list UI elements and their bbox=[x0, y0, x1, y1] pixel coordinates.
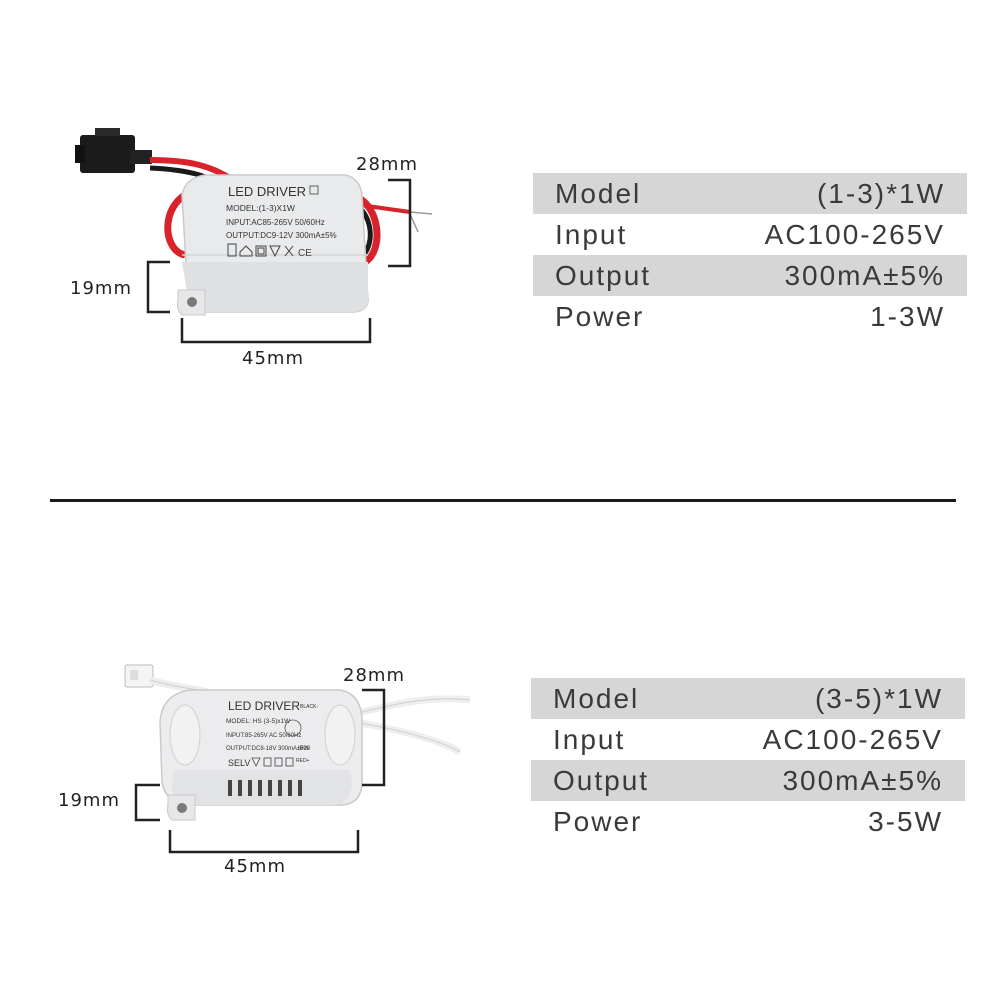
connector-plug-icon bbox=[75, 128, 152, 173]
spec-table-1: Model (1-3)*1W Input AC100-265V Output 3… bbox=[533, 173, 967, 337]
dimension-brackets-2 bbox=[134, 688, 386, 854]
dimension-brackets-1 bbox=[146, 178, 412, 344]
svg-text:OUTPUT:DC8-18V 300mA±5%: OUTPUT:DC8-18V 300mA±5% bbox=[226, 746, 310, 752]
product-section-1: LED DRIVER MODEL:(1-3)X1W INPUT:AC85-265… bbox=[70, 128, 967, 369]
spec-name: Model bbox=[553, 682, 640, 714]
svg-text:MODEL:(1-3)X1W: MODEL:(1-3)X1W bbox=[226, 203, 295, 213]
svg-text:CE: CE bbox=[298, 248, 312, 259]
led-driver-photo-1: LED DRIVER MODEL:(1-3)X1W INPUT:AC85-265… bbox=[75, 128, 433, 316]
vent-slots bbox=[228, 780, 302, 796]
certification-icons bbox=[251, 757, 294, 767]
spec-value: (3-5)*1W bbox=[814, 682, 943, 714]
connector-plug-icon bbox=[124, 664, 154, 688]
height-dimension-label: 28mm bbox=[356, 154, 418, 175]
side-dimension-label: 19mm bbox=[70, 278, 132, 299]
side-dimension-label: 19mm bbox=[58, 790, 120, 811]
spec-name: Model bbox=[555, 177, 642, 209]
spec-name: Output bbox=[555, 259, 652, 291]
bulb-icon bbox=[284, 719, 302, 737]
width-dimension-label: 45mm bbox=[242, 348, 304, 369]
spec-name: Power bbox=[553, 805, 643, 837]
spec-value: AC100-265V bbox=[762, 723, 943, 755]
led-driver-photo-2: LED DRIVER MODEL: HS (3-5)x1W INPUT:85-2… bbox=[124, 664, 471, 821]
spec-row-input: Input AC100-265V bbox=[531, 719, 965, 760]
spec-row-power: Power 1-3W bbox=[533, 296, 967, 337]
spec-row-power: Power 3-5W bbox=[531, 801, 965, 842]
svg-text:LED DRIVER: LED DRIVER bbox=[228, 184, 306, 199]
spec-value: 1-3W bbox=[870, 300, 945, 332]
spec-row-model: Model (1-3)*1W bbox=[533, 173, 967, 214]
width-dimension-label: 45mm bbox=[224, 856, 286, 877]
svg-text:MODEL: HS (3-5)x1W: MODEL: HS (3-5)x1W bbox=[226, 718, 291, 725]
spec-value: 300mA±5% bbox=[782, 764, 943, 796]
height-dimension-label: 28mm bbox=[343, 665, 405, 686]
svg-text:OUTPUT:DC9-12V 300mA±5%: OUTPUT:DC9-12V 300mA±5% bbox=[226, 231, 337, 240]
spec-row-model: Model (3-5)*1W bbox=[531, 678, 965, 719]
svg-text:SELV: SELV bbox=[228, 758, 250, 768]
spec-name: Output bbox=[553, 764, 650, 796]
spec-name: Power bbox=[555, 300, 645, 332]
spec-row-output: Output 300mA±5% bbox=[533, 255, 967, 296]
product-section-2: LED DRIVER MODEL: HS (3-5)x1W INPUT:85-2… bbox=[0, 500, 1000, 1000]
spec-name: Input bbox=[555, 218, 628, 250]
spec-row-output: Output 300mA±5% bbox=[531, 760, 965, 801]
certification-icons bbox=[227, 243, 294, 258]
section-divider bbox=[50, 499, 956, 502]
svg-text:IP20: IP20 bbox=[298, 746, 311, 752]
spec-row-input: Input AC100-265V bbox=[533, 214, 967, 255]
svg-text:INPUT:85-265V AC 50/60Hz: INPUT:85-265V AC 50/60Hz bbox=[226, 733, 301, 739]
spec-value: AC100-265V bbox=[764, 218, 945, 250]
svg-text:INPUT:AC85-265V 50/60Hz: INPUT:AC85-265V 50/60Hz bbox=[226, 218, 325, 227]
svg-text:BLACK-: BLACK- bbox=[300, 704, 318, 710]
spec-name: Input bbox=[553, 723, 626, 755]
svg-text:LED DRIVER: LED DRIVER bbox=[228, 699, 300, 713]
spec-value: 3-5W bbox=[868, 805, 943, 837]
svg-text:RED+: RED+ bbox=[296, 758, 310, 764]
spec-value: (1-3)*1W bbox=[816, 177, 945, 209]
spec-value: 300mA±5% bbox=[784, 259, 945, 291]
spec-table-2: Model (3-5)*1W Input AC100-265V Output 3… bbox=[531, 678, 965, 842]
